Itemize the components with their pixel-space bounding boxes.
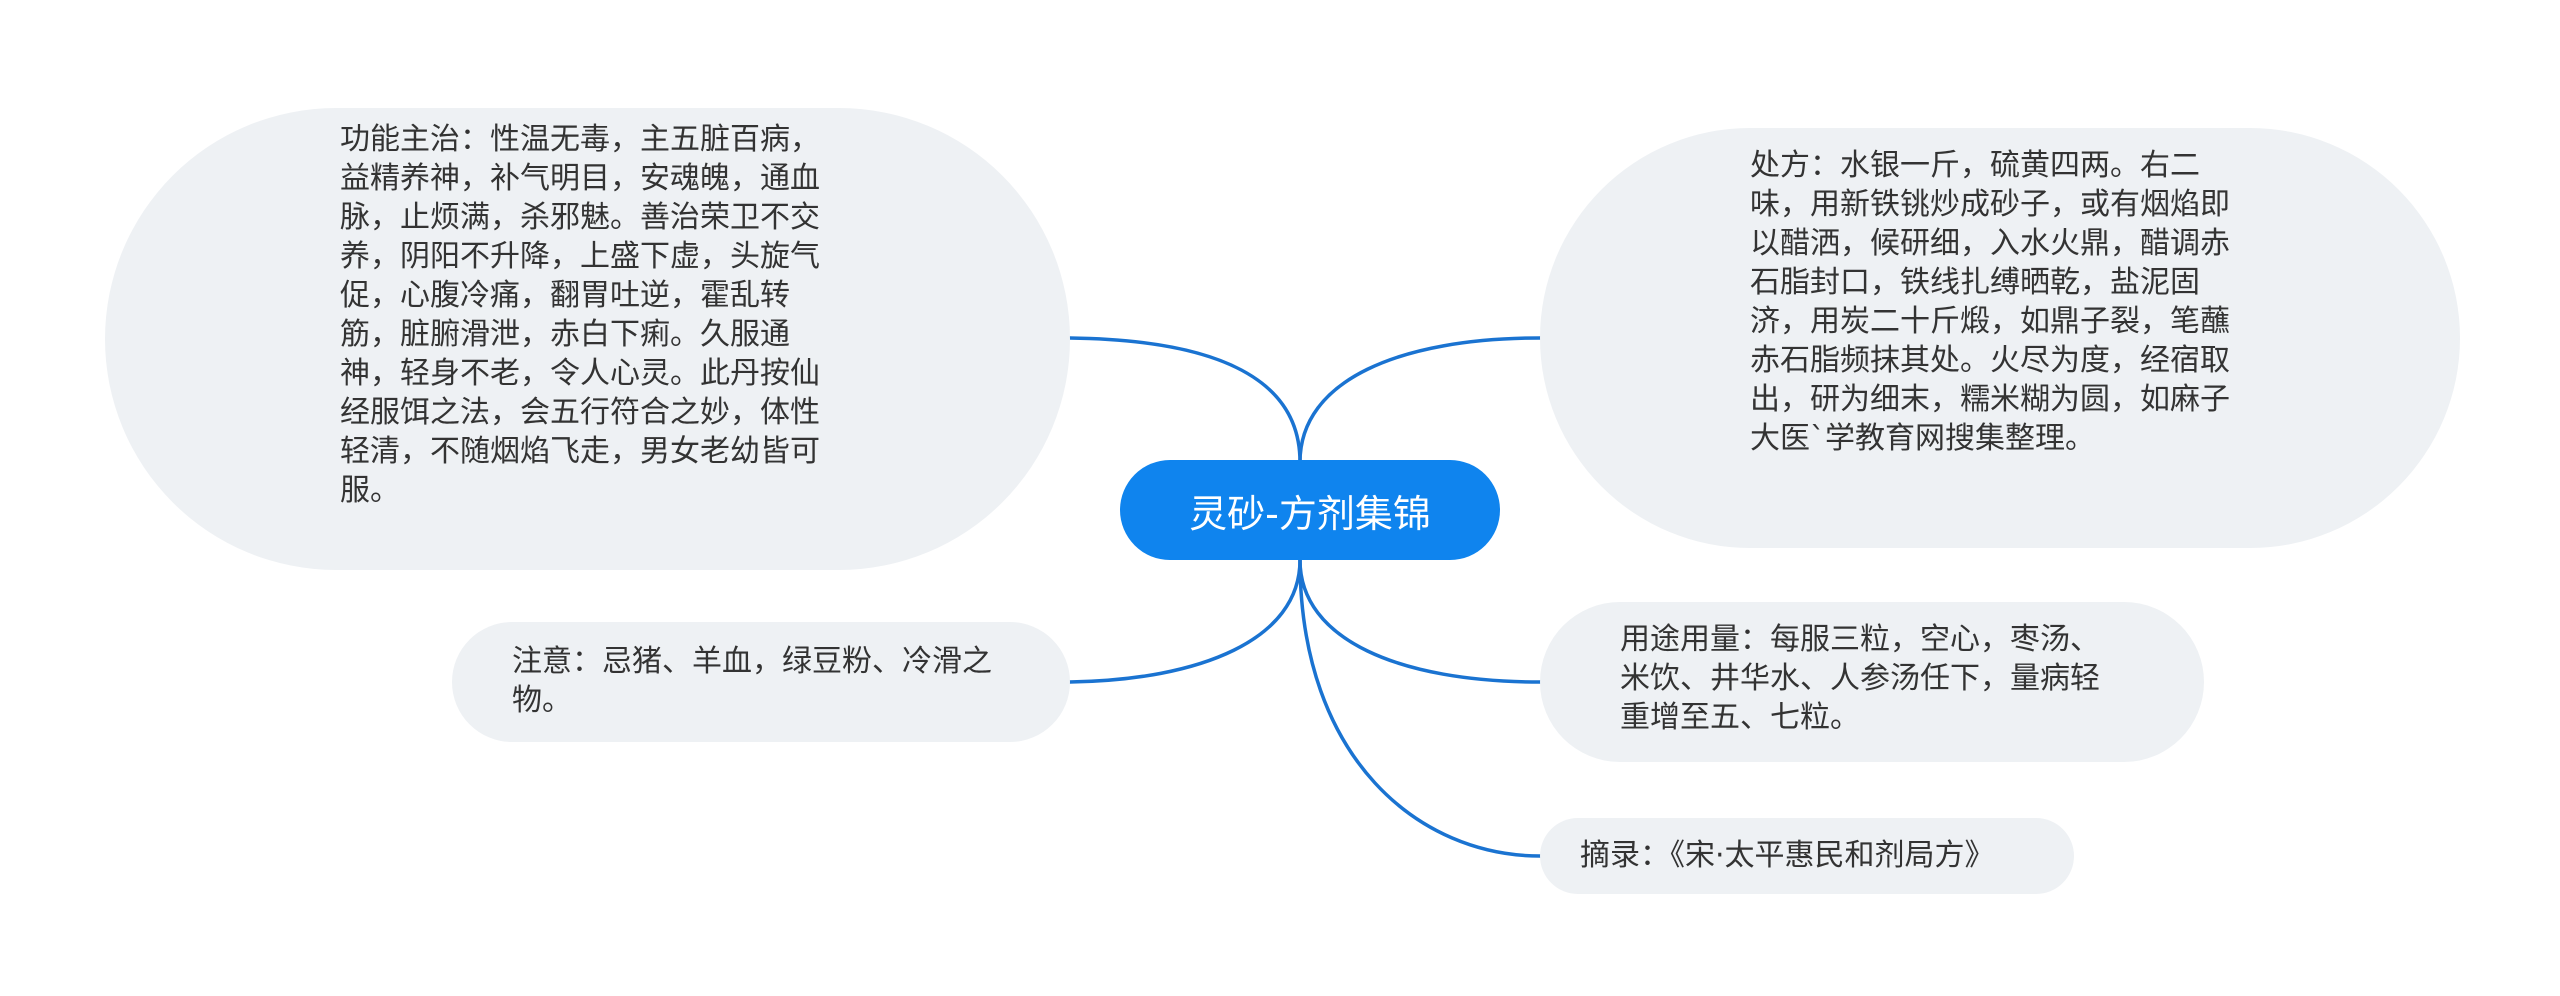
connector-usage: [1298, 558, 1542, 684]
node-source-text: 摘录：《宋·太平惠民和剂局方》: [1580, 838, 1995, 873]
node-source[interactable]: 摘录：《宋·太平惠民和剂局方》: [1540, 818, 2074, 894]
node-usage-dosage[interactable]: 用途用量：每服三粒，空心，枣汤、米饮、井华水、人参汤任下，量病轻重增至五、七粒。: [1540, 602, 2204, 762]
node-prescription-text: 处方：水银一斤，硫黄四两。右二味，用新铁铫炒成砂子，或有烟焰即以醋洒，候研细，入…: [1750, 148, 2230, 456]
node-prescription[interactable]: 处方：水银一斤，硫黄四两。右二味，用新铁铫炒成砂子，或有烟焰即以醋洒，候研细，入…: [1540, 128, 2460, 548]
node-caution[interactable]: 注意：忌猪、羊血，绿豆粉、冷滑之物。: [452, 622, 1070, 742]
connector-source: [1298, 558, 1542, 858]
node-function-indication-text: 功能主治：性温无毒，主五脏百病，益精养神，补气明目，安魂魄，通血脉，止烦满，杀邪…: [340, 122, 820, 508]
connector-func: [1068, 336, 1302, 464]
node-usage-dosage-text: 用途用量：每服三粒，空心，枣汤、米饮、井华水、人参汤任下，量病轻重增至五、七粒。: [1620, 622, 2100, 735]
connector-note: [1068, 558, 1302, 684]
center-topic-node[interactable]: 灵砂-方剂集锦: [1120, 460, 1500, 560]
node-caution-text: 注意：忌猪、羊血，绿豆粉、冷滑之物。: [512, 644, 992, 718]
center-topic-label: 灵砂-方剂集锦: [1189, 491, 1431, 536]
connector-recipe: [1298, 336, 1542, 464]
node-function-indication[interactable]: 功能主治：性温无毒，主五脏百病，益精养神，补气明目，安魂魄，通血脉，止烦满，杀邪…: [105, 108, 1070, 570]
